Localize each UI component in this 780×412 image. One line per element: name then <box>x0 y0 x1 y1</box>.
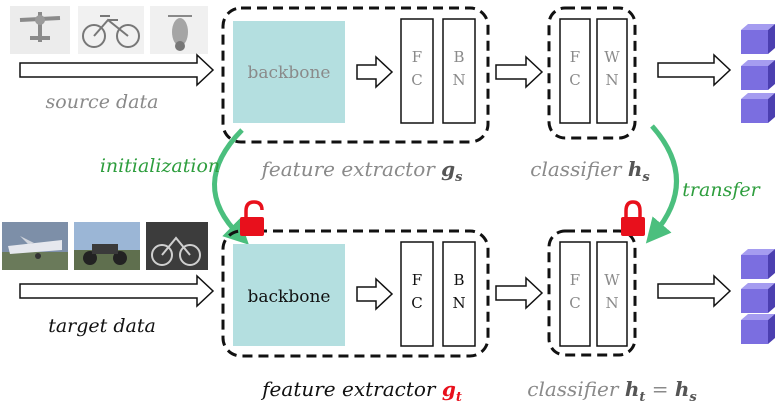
source-fc-letter-c: C <box>411 71 422 89</box>
target-classifier-symbol-left: h <box>625 377 640 401</box>
source-classifier-fc-layer: F C <box>559 18 591 124</box>
target-classifier-wn-letter-w: W <box>604 271 620 289</box>
source-bn-letter-b: B <box>453 48 464 66</box>
initialization-arrow <box>212 128 249 245</box>
transfer-arrow <box>645 124 679 244</box>
source-extractor-caption: feature extractor gs <box>260 157 464 185</box>
source-input-arrow <box>19 53 215 87</box>
target-classifier-caption-text: classifier <box>527 377 620 401</box>
cube-stack-icon <box>741 24 775 54</box>
source-classifier-caption-text: classifier <box>530 157 623 181</box>
source-fc-letter-f: F <box>412 48 422 66</box>
target-classifier-fc-letter-c: C <box>569 294 580 312</box>
target-classifier-fc-letter-f: F <box>570 271 580 289</box>
target-classifier-wn-layer: W N <box>596 241 628 347</box>
target-fc-letter-c: C <box>411 294 422 312</box>
target-classifier-symbol-right: h <box>675 377 690 401</box>
target-data-label: target data <box>48 315 156 337</box>
target-classifier-box <box>547 229 637 357</box>
motorcycles-photo-image <box>74 222 140 270</box>
source-extractor-symbol: g <box>441 157 455 181</box>
target-classifier-caption: classifier ht = hs <box>527 377 697 405</box>
target-thumbnails <box>2 222 208 270</box>
bicycle-sketch-image <box>78 6 144 54</box>
source-data-label: source data <box>46 91 159 113</box>
source-backbone-arrow <box>356 55 394 89</box>
source-feature-extractor-box <box>221 6 490 144</box>
source-classifier-wn-letter-n: N <box>605 71 618 89</box>
target-input-arrow <box>19 274 215 308</box>
source-backbone-label: backbone <box>248 63 331 83</box>
source-extractor-subscript: s <box>455 170 463 185</box>
source-output-cubes <box>741 24 775 123</box>
target-classifier-subscript-right: s <box>689 390 697 405</box>
target-classifier-fc-layer: F C <box>559 241 591 347</box>
source-classifier-symbol: h <box>628 157 643 181</box>
source-classifier-box <box>547 6 637 140</box>
cube-stack-icon <box>741 60 775 90</box>
cube-stack-icon <box>741 314 775 344</box>
source-classifier-fc-letter-f: F <box>570 48 580 66</box>
target-backbone-label: backbone <box>248 287 331 307</box>
target-bn-letter-b: B <box>453 271 464 289</box>
open-padlock-icon <box>240 200 264 236</box>
cube-stack-icon <box>741 249 775 279</box>
target-extractor-to-classifier-arrow <box>495 276 544 310</box>
bicycles-photo-image <box>146 222 208 270</box>
transfer-label: transfer <box>682 179 761 201</box>
target-backbone-arrow <box>356 277 394 311</box>
target-classifier-subscript-left: t <box>639 390 645 405</box>
closed-padlock-icon <box>621 200 645 236</box>
target-feature-extractor-box <box>221 229 490 358</box>
target-backbone-block <box>233 244 345 346</box>
source-extractor-to-classifier-arrow <box>495 55 544 89</box>
motorcycle-sketch-image <box>150 6 208 54</box>
target-output-arrow <box>657 274 732 308</box>
target-bn-letter-n: N <box>452 294 465 312</box>
target-bn-layer: B N <box>442 241 476 347</box>
source-bn-layer: B N <box>442 18 476 124</box>
source-classifier-wn-letter-w: W <box>604 48 620 66</box>
cube-stack-icon <box>741 93 775 123</box>
target-extractor-caption: feature extractor gt <box>260 377 462 405</box>
cube-stack-icon <box>741 283 775 313</box>
target-fc-layer: F C <box>400 241 434 347</box>
airplane-sketch-image <box>10 6 70 54</box>
target-extractor-symbol: g <box>442 377 456 401</box>
source-thumbnails <box>10 6 208 54</box>
target-fc-letter-f: F <box>412 271 422 289</box>
source-classifier-subscript: s <box>642 170 650 185</box>
source-fc-layer: F C <box>400 18 434 124</box>
target-extractor-subscript: t <box>456 390 462 405</box>
target-output-cubes <box>741 249 775 344</box>
source-classifier-caption: classifier hs <box>530 157 650 185</box>
target-classifier-equals: = <box>645 377 674 401</box>
initialization-label: initialization <box>100 155 220 177</box>
source-extractor-caption-text: feature extractor <box>260 157 437 181</box>
target-extractor-caption-text: feature extractor <box>260 377 437 401</box>
source-backbone-block <box>233 21 345 123</box>
source-bn-letter-n: N <box>452 71 465 89</box>
source-classifier-wn-layer: W N <box>596 18 628 124</box>
target-classifier-wn-letter-n: N <box>605 294 618 312</box>
source-output-arrow <box>657 53 732 87</box>
source-classifier-fc-letter-c: C <box>569 71 580 89</box>
airplane-photo-image <box>2 222 68 270</box>
